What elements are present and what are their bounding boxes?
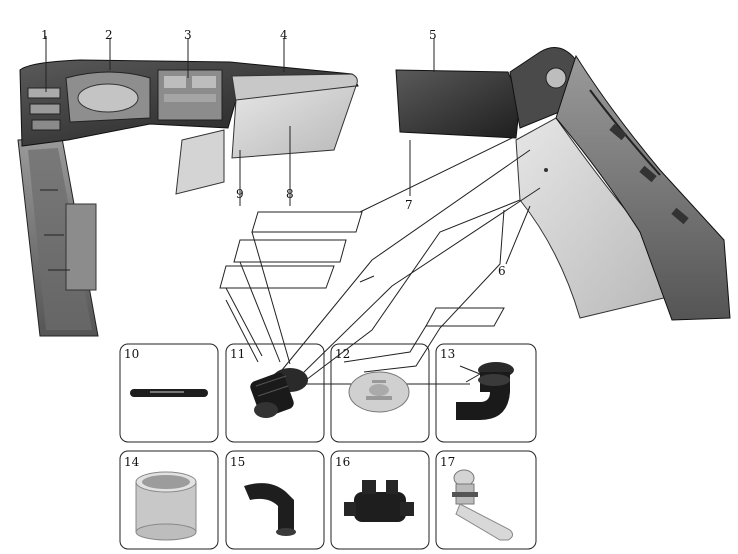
- cover-plate-icon: [348, 371, 410, 413]
- callout-3: 3: [184, 28, 192, 42]
- cylindrical-sleeve-icon: [135, 471, 197, 541]
- part-box-12: [330, 343, 430, 443]
- callout-9: 9: [236, 187, 244, 201]
- latch-lever-icon: [452, 469, 514, 541]
- part-box-14: [119, 450, 219, 550]
- part-box-11: [225, 343, 325, 443]
- part-label-13: 13: [440, 347, 455, 361]
- part-label-14: 14: [124, 455, 140, 469]
- callout-1: 1: [41, 28, 49, 42]
- part-box-16: [330, 450, 430, 550]
- threaded-connector-icon: [250, 368, 308, 418]
- part-box-15: [225, 450, 325, 550]
- part-box-13: [435, 343, 537, 443]
- gasket-strip-icon: [130, 389, 208, 397]
- left-dashboard-assembly: [17, 59, 359, 337]
- part-label-12: 12: [335, 347, 350, 361]
- callout-4: 4: [280, 28, 288, 42]
- right-dashboard-assembly: [395, 47, 731, 321]
- parts-grid: [119, 343, 537, 550]
- callout-8: 8: [286, 187, 294, 201]
- leader-lines: [45, 36, 541, 385]
- part-labels: 10 11 12 13 14 15 16 17: [124, 347, 455, 469]
- callout-6: 6: [498, 264, 506, 278]
- part-label-10: 10: [124, 347, 139, 361]
- callout-7: 7: [405, 198, 413, 212]
- part-label-16: 16: [335, 455, 350, 469]
- callout-5: 5: [429, 28, 437, 42]
- part-label-11: 11: [230, 347, 245, 361]
- callout-2: 2: [105, 28, 113, 42]
- elbow-fitting-icon: [456, 362, 514, 420]
- part-label-17: 17: [440, 455, 455, 469]
- valve-body-icon: [344, 480, 414, 522]
- pipe-elbow-icon: [244, 483, 296, 536]
- part-box-17: [435, 450, 537, 550]
- part-label-15: 15: [230, 455, 245, 469]
- callout-labels: 1 2 3 4 5 6 7 8 9: [41, 28, 506, 278]
- part-box-10: [119, 343, 219, 443]
